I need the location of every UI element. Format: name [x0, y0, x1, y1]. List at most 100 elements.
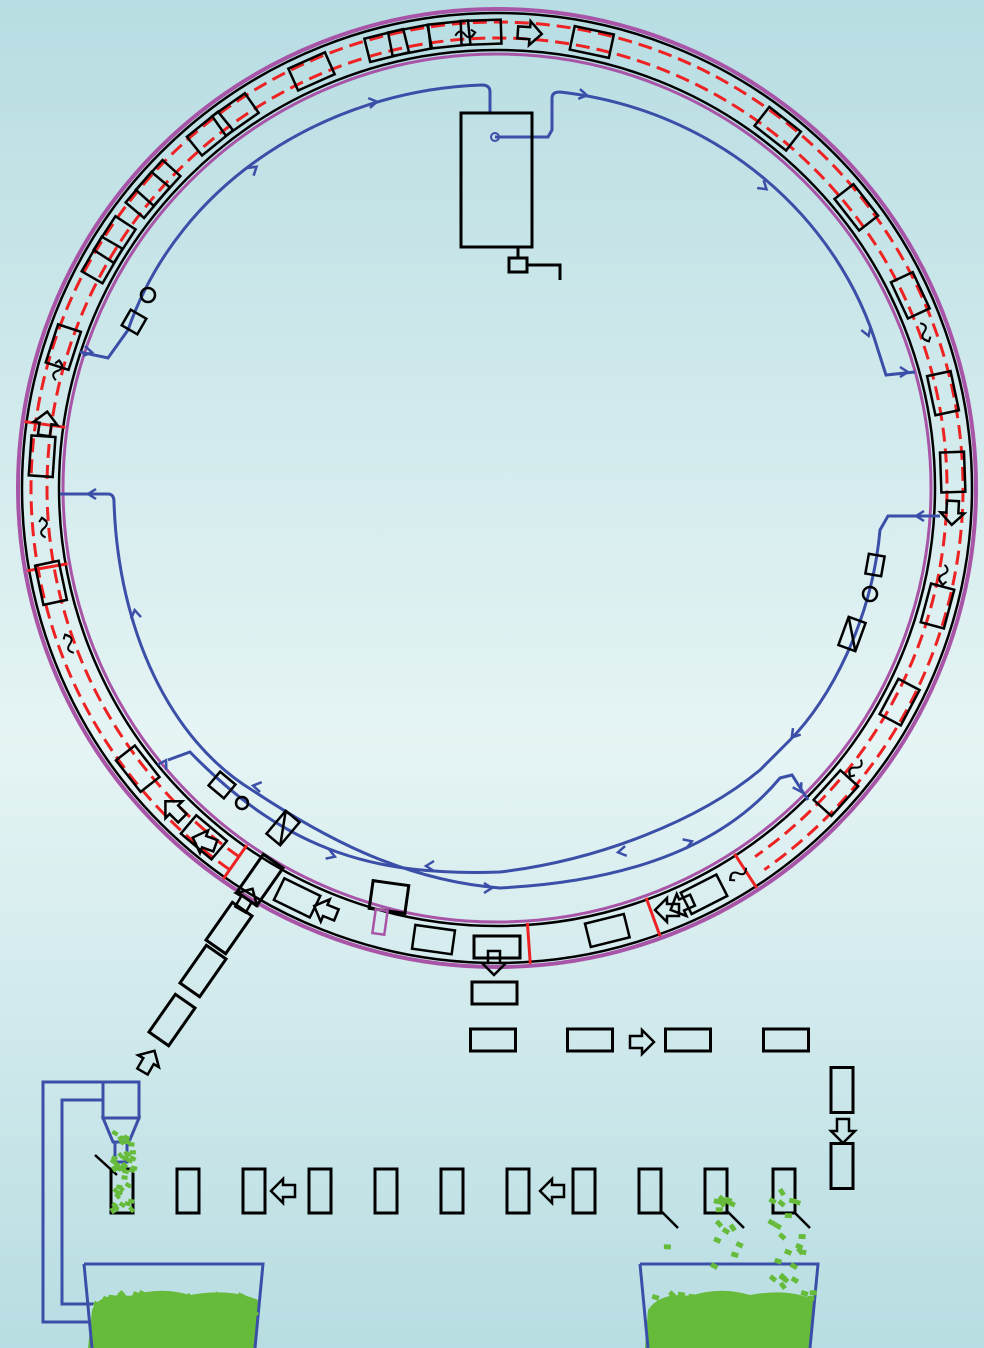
- inner-piping: [60, 83, 940, 890]
- material-particle: [204, 1305, 212, 1311]
- material-particle: [109, 1158, 118, 1166]
- material-particle: [767, 1218, 776, 1227]
- material-particle: [772, 1305, 781, 1315]
- process-box-icon: [459, 18, 503, 47]
- material-particle: [778, 1273, 788, 1282]
- flow-chevron-icon: [682, 838, 695, 850]
- material-particle: [112, 1297, 120, 1303]
- flow-chevron-icon: [85, 487, 97, 501]
- material-particle: [157, 1296, 166, 1306]
- process-box-icon: [206, 769, 238, 801]
- process-box-icon: [373, 1167, 399, 1215]
- hollow-arrow-icon: [669, 890, 697, 919]
- material-particle: [736, 1305, 746, 1314]
- material-particle: [123, 1150, 130, 1158]
- ring-outer-line: [20, 11, 974, 965]
- hollow-arrow-icon: [478, 949, 510, 977]
- process-box-icon: [426, 19, 472, 50]
- process-box-icon: [811, 768, 860, 818]
- process-box-icon: [114, 743, 162, 794]
- material-particle: [674, 1296, 683, 1304]
- material-particle: [129, 1155, 137, 1162]
- pointer-line: [793, 1211, 811, 1229]
- material-particle: [728, 1223, 737, 1232]
- process-box-icon: [234, 852, 286, 908]
- material-particle: [778, 1232, 787, 1241]
- material-particle: [119, 1164, 127, 1171]
- material-particle: [244, 1307, 253, 1316]
- material-particle: [109, 1206, 117, 1215]
- material-particle: [729, 1303, 738, 1310]
- material-particle: [717, 1194, 727, 1203]
- material-particle: [782, 1310, 791, 1319]
- material-particle: [795, 1242, 804, 1251]
- process-box-icon: [762, 1027, 810, 1053]
- material-particle: [762, 1311, 770, 1317]
- material-particle: [792, 1198, 802, 1206]
- process-box-icon: [925, 369, 961, 417]
- tank-drain: [527, 263, 562, 280]
- process-box-icon: [203, 900, 255, 956]
- material-particle: [250, 1308, 260, 1318]
- flow-chevron-icon: [325, 848, 338, 860]
- material-particle: [117, 1185, 125, 1193]
- right-container-outline: [638, 1262, 820, 1348]
- material-particle: [117, 1151, 125, 1160]
- material-particle: [194, 1298, 203, 1305]
- ring-divider: [525, 922, 532, 964]
- squiggle-arrow-icon: [62, 633, 75, 654]
- hollow-arrow-icon: [538, 1175, 566, 1207]
- hollow-arrow-icon: [653, 894, 681, 926]
- material-particle: [713, 1198, 722, 1205]
- material-particle: [709, 1262, 719, 1270]
- process-box-icon: [571, 1167, 597, 1215]
- valve-icon: [264, 808, 302, 848]
- material-particle: [688, 1293, 696, 1300]
- process-box-icon: [134, 158, 183, 208]
- material-particle: [124, 1181, 132, 1189]
- process-box-icon: [119, 307, 149, 337]
- ring-inner-edge: [61, 52, 933, 924]
- material-particle: [214, 1291, 223, 1299]
- ring-divider: [644, 897, 662, 937]
- material-particle: [710, 1309, 719, 1318]
- ring-inner-line: [57, 48, 937, 928]
- material-particle: [661, 1304, 670, 1313]
- material-particle: [112, 1205, 120, 1212]
- material-particle: [118, 1138, 126, 1146]
- squiggle-arrow-icon: [848, 759, 863, 778]
- central-tank: [459, 111, 562, 280]
- pump-icon: [139, 286, 157, 304]
- ring-direction-arrows: [30, 18, 968, 925]
- material-particle: [674, 1307, 684, 1316]
- material-particle: [146, 1311, 156, 1320]
- hollow-arrow-icon: [516, 18, 544, 49]
- process-box-icon: [637, 1167, 663, 1215]
- hollow-arrow-icon: [269, 1175, 297, 1207]
- squiggle-arrow-icon: [938, 564, 949, 587]
- ring-divider: [26, 562, 68, 573]
- inner-components: [119, 286, 887, 848]
- material-particle: [759, 1303, 767, 1309]
- hollow-arrow-icon: [312, 896, 341, 925]
- external-process-boxes: [109, 852, 855, 1215]
- flow-chevron-icon: [367, 96, 380, 109]
- material-particle: [667, 1290, 677, 1299]
- material-particle: [727, 1200, 736, 1208]
- material-particle: [165, 1295, 175, 1304]
- process-box-icon: [938, 450, 967, 494]
- process-box-icon: [177, 943, 229, 999]
- material-particle: [101, 1295, 111, 1304]
- process-box-icon: [307, 1167, 333, 1215]
- process-box-icon: [919, 582, 956, 630]
- material-particle: [809, 1290, 817, 1296]
- process-box-icon: [829, 1142, 855, 1190]
- material-particle: [768, 1274, 778, 1283]
- flow-chevron-icon: [250, 780, 263, 793]
- material-particle: [798, 1296, 807, 1306]
- squiggle-arrow-icon: [728, 867, 748, 882]
- material-particle: [211, 1301, 220, 1310]
- process-box-icon: [889, 270, 932, 321]
